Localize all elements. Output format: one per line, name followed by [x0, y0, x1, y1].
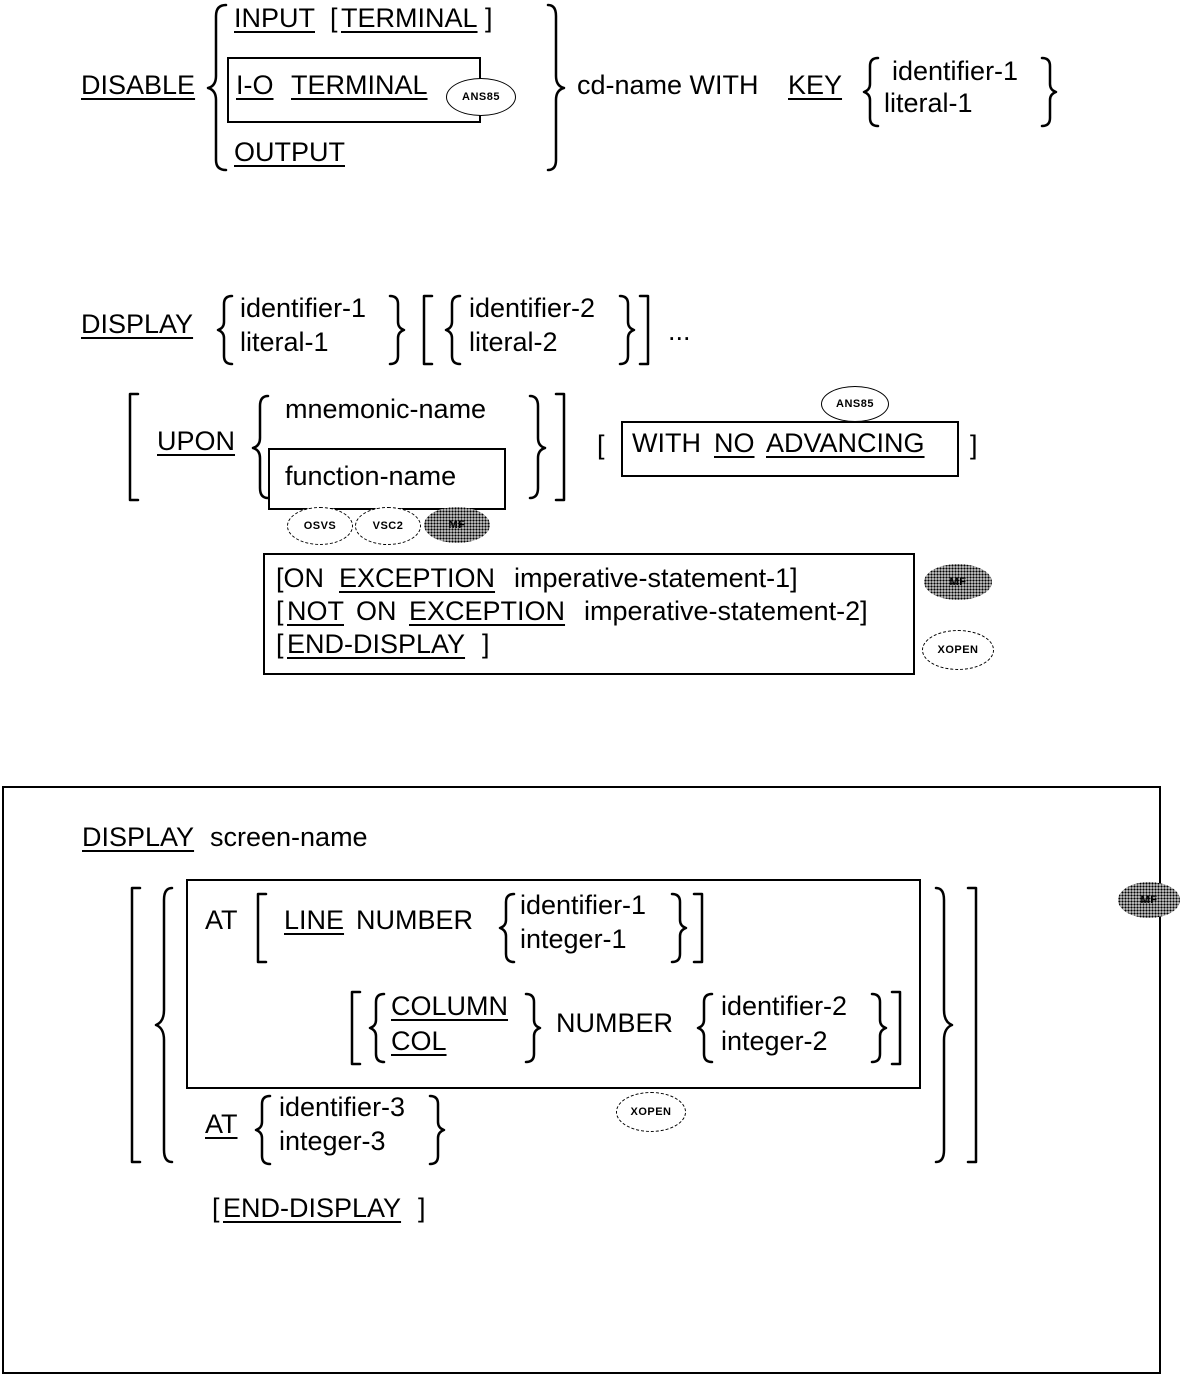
- disable-literal-1: literal-1: [884, 88, 973, 118]
- input-rbracket: ]: [485, 3, 493, 33]
- not-lbracket: [: [276, 596, 284, 626]
- exception-keyword: EXCEPTION: [339, 563, 496, 593]
- with-rbracket: ]: [970, 430, 978, 460]
- advancing-keyword: ADVANCING: [766, 428, 925, 458]
- mf-badge-exception: MF: [924, 564, 992, 600]
- col-keyword: COL: [391, 1026, 447, 1056]
- function-name: function-name: [285, 461, 457, 491]
- not-keyword: NOT: [287, 596, 344, 626]
- end-display-rbracket-2: ]: [418, 1193, 426, 1223]
- io-terminal-keyword: TERMINAL: [291, 70, 428, 100]
- end-display-lbracket-2: [: [212, 1193, 220, 1223]
- with-no-advancing-box: [621, 421, 959, 477]
- ellipsis: ...: [668, 316, 691, 346]
- disable-keyword: DISABLE: [81, 70, 196, 100]
- io-keyword: I-O: [236, 70, 274, 100]
- at-keyword-2: AT: [205, 1109, 238, 1139]
- with-lbracket: [: [597, 430, 605, 460]
- end-display-rbracket: ]: [482, 629, 490, 659]
- display-literal-1: literal-1: [240, 327, 329, 357]
- screen-name: screen-name: [210, 822, 368, 852]
- on-text: [ON: [276, 563, 325, 593]
- display-identifier-1: identifier-1: [240, 293, 367, 323]
- end-display-lbracket: [: [276, 629, 284, 659]
- display-identifier-2: identifier-2: [469, 293, 596, 323]
- imperative-statement-2: imperative-statement-2]: [584, 596, 868, 626]
- line-identifier-1: identifier-1: [520, 890, 647, 920]
- osvs-badge: OSVS: [287, 507, 353, 545]
- input-lbracket: [: [330, 3, 338, 33]
- display-literal-2: literal-2: [469, 327, 558, 357]
- display-keyword-2: DISPLAY: [82, 822, 195, 852]
- imperative-statement-1: imperative-statement-1]: [514, 563, 798, 593]
- with-text: WITH: [632, 428, 701, 458]
- at-line-column-box: [186, 879, 921, 1089]
- vsc2-badge: VSC2: [355, 507, 421, 545]
- exception-box: [263, 553, 915, 675]
- cd-name-text: cd-name WITH: [577, 70, 759, 100]
- column-keyword: COLUMN: [391, 991, 509, 1021]
- number-text-2: NUMBER: [556, 1008, 674, 1038]
- column-identifier-2: identifier-2: [721, 991, 848, 1021]
- display-keyword: DISPLAY: [81, 309, 194, 339]
- mnemonic-name: mnemonic-name: [285, 394, 487, 424]
- terminal-keyword: TERMINAL: [341, 3, 478, 33]
- line-keyword: LINE: [284, 905, 345, 935]
- line-integer-1: integer-1: [520, 924, 627, 954]
- end-display-keyword: END-DISPLAY: [287, 629, 466, 659]
- input-keyword: INPUT: [234, 3, 315, 33]
- exception-keyword-2: EXCEPTION: [409, 596, 566, 626]
- ans85-badge: ANS85: [446, 78, 516, 116]
- output-keyword: OUTPUT: [234, 137, 345, 167]
- at-identifier-3: identifier-3: [279, 1092, 406, 1122]
- no-keyword: NO: [714, 428, 755, 458]
- end-display-keyword-2: END-DISPLAY: [223, 1193, 402, 1223]
- xopen-badge-2: XOPEN: [616, 1092, 686, 1132]
- disable-identifier-1: identifier-1: [892, 56, 1019, 86]
- at-text: AT: [205, 905, 238, 935]
- upon-keyword: UPON: [157, 426, 236, 456]
- at-integer-3: integer-3: [279, 1126, 386, 1156]
- mf-badge-screen: MF: [1118, 882, 1180, 918]
- ans85-badge-display: ANS85: [821, 386, 889, 422]
- column-integer-2: integer-2: [721, 1026, 828, 1056]
- xopen-badge: XOPEN: [922, 630, 994, 670]
- key-keyword: KEY: [788, 70, 843, 100]
- on-text-2: ON: [356, 596, 397, 626]
- mf-badge: MF: [424, 507, 490, 543]
- number-text: NUMBER: [356, 905, 474, 935]
- screen-display-frame: [2, 786, 1161, 1374]
